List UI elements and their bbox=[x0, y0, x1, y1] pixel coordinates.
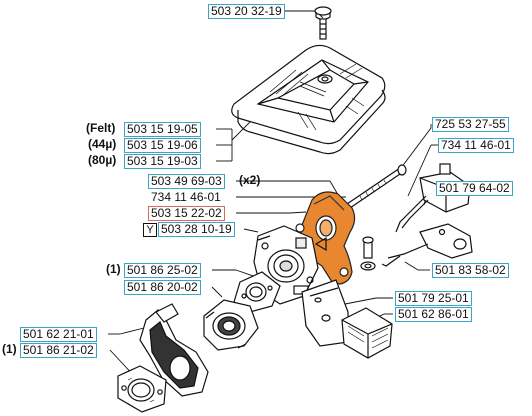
filter-44-prefix: (44µ) bbox=[88, 137, 117, 151]
throttle-lever bbox=[395, 163, 471, 233]
air-filter bbox=[231, 44, 386, 155]
part-number-elbow[interactable]: 501 62 21-01 bbox=[20, 327, 97, 342]
part-number-gasket[interactable]: 501 86 25-02 bbox=[124, 263, 201, 278]
filter-felt-prefix: (Felt) bbox=[86, 121, 116, 135]
part-number-r2[interactable]: 734 11 46-01 bbox=[438, 138, 514, 153]
part-number-washer[interactable]: 734 11 46-01 bbox=[148, 190, 224, 205]
flat-plate bbox=[301, 279, 349, 347]
intake-rubber bbox=[203, 299, 259, 351]
y-marker: Y bbox=[143, 223, 157, 237]
part-number-filter-felt[interactable]: 503 15 19-05 bbox=[124, 122, 201, 137]
elbow-manifold bbox=[139, 303, 209, 397]
part-number-filter-44[interactable]: 503 15 19-06 bbox=[124, 138, 201, 153]
part-number-carb-bracket[interactable]: 503 15 22-02 bbox=[148, 206, 225, 221]
part-number-bolt[interactable]: 503 20 32-19 bbox=[208, 4, 285, 19]
part-number-r1[interactable]: 725 53 27-55 bbox=[432, 117, 509, 132]
part-number-link[interactable]: 501 83 58-02 bbox=[432, 263, 509, 278]
valve-block bbox=[341, 307, 393, 359]
part-number-plate-a[interactable]: 501 79 25-01 bbox=[395, 291, 472, 306]
long-screw bbox=[339, 164, 407, 213]
screw-x2-suffix: (x2) bbox=[239, 173, 261, 187]
part-number-bottom-gasket[interactable]: 501 86 21-02 bbox=[20, 343, 97, 358]
choke-lever bbox=[381, 223, 473, 267]
top-bolt bbox=[314, 6, 332, 40]
part-number-screw-x2[interactable]: 503 49 69-03 bbox=[148, 174, 225, 189]
part-number-filter-80[interactable]: 503 15 19-03 bbox=[124, 154, 201, 169]
part-number-plate-b[interactable]: 501 62 86-01 bbox=[395, 307, 472, 322]
filter-80-prefix: (80µ) bbox=[88, 153, 117, 167]
bottom-gasket bbox=[117, 365, 167, 413]
gasket-prefix: (1) bbox=[106, 262, 121, 276]
carburetor-bracket bbox=[295, 191, 356, 285]
carb-gasket bbox=[233, 271, 281, 313]
small-washer bbox=[360, 236, 376, 271]
part-number-r3[interactable]: 501 79 64-02 bbox=[436, 181, 513, 196]
part-number-carburetor[interactable]: 503 28 10-19 bbox=[158, 222, 235, 237]
part-number-intake[interactable]: 501 86 20-02 bbox=[124, 280, 201, 295]
bottom-gasket-prefix: (1) bbox=[2, 342, 17, 356]
